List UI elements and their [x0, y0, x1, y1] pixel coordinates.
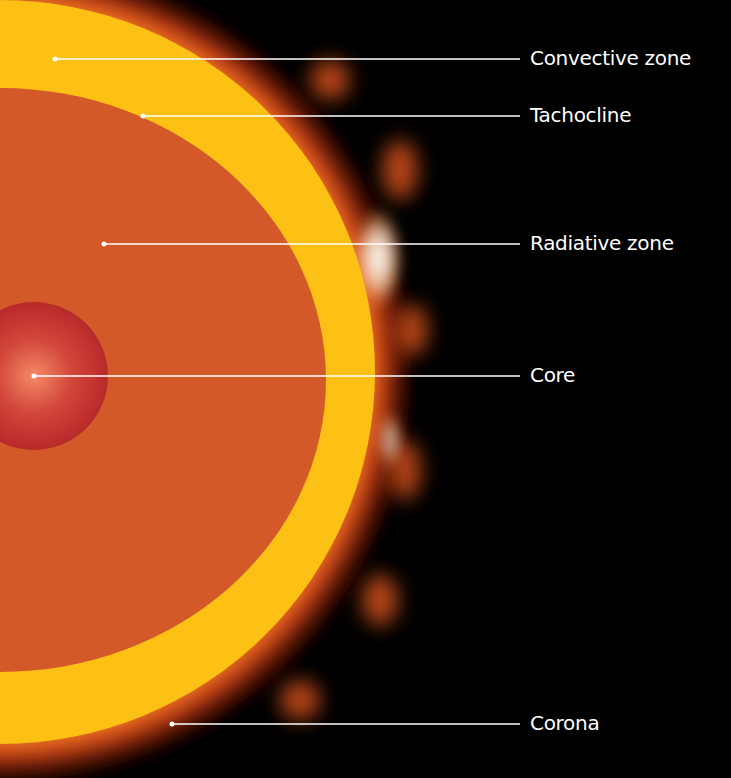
part-label: Tachocline: [530, 103, 631, 127]
part-label: Core: [530, 363, 575, 387]
part-label: Corona: [530, 711, 599, 735]
convective-zone: [0, 0, 375, 744]
part-label: Radiative zone: [530, 231, 674, 255]
radiative-zone: [0, 88, 326, 672]
part-label: Convective zone: [530, 46, 691, 70]
